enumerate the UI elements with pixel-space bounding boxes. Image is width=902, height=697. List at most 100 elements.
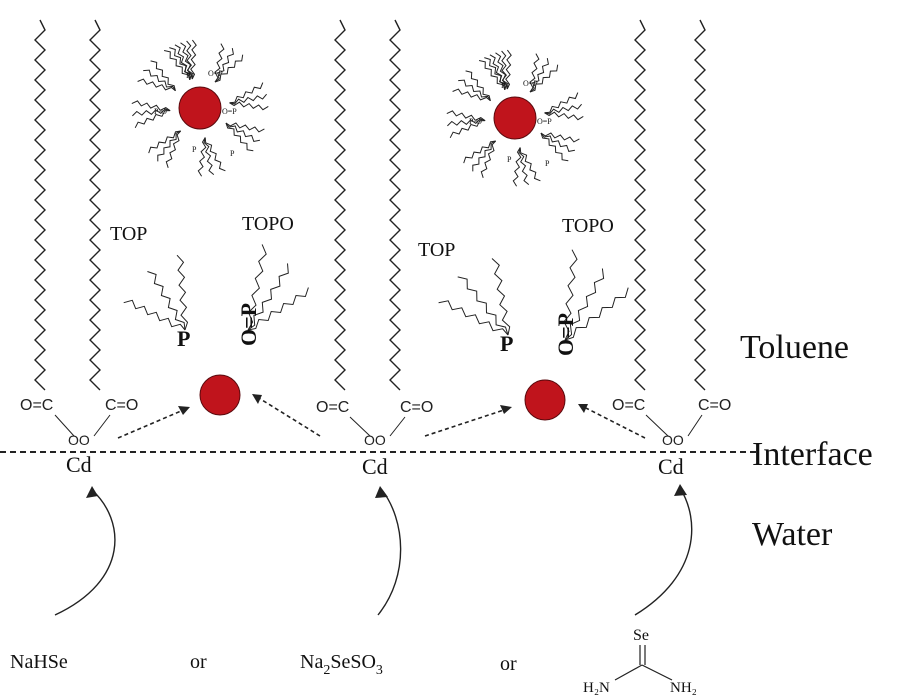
selenourea-nh2: NH₂ [670, 680, 697, 696]
arrow-1 [117, 407, 189, 439]
capping-tail [163, 50, 191, 80]
ligand-tail [564, 268, 605, 341]
na2seso3-sub2: 3 [376, 663, 383, 678]
na2seso3-sub1: 2 [323, 663, 330, 678]
capping-tail [495, 52, 509, 90]
cd2-right-group: C=O [400, 399, 433, 416]
arrowhead-2 [252, 394, 262, 404]
capping-tail [452, 88, 491, 102]
ligand-4: O=P [553, 249, 629, 356]
cd1-left-group: O=C [20, 397, 53, 414]
ligand-tail [491, 258, 511, 336]
cd3-metal: Cd [658, 454, 684, 479]
capping-tail [229, 82, 264, 104]
capping-atom-label: P [501, 81, 506, 90]
curve-arrowhead-1 [86, 486, 98, 498]
capping-tail [180, 42, 194, 80]
cd-group-3: O=C C=O OO Cd [612, 397, 731, 479]
arrow-2 [253, 394, 321, 437]
cd1-bonds [54, 414, 111, 437]
ligand-1: P [123, 254, 190, 351]
selenourea-structure: Se H₂N NH₂ [583, 627, 697, 696]
arrow-3 [424, 407, 511, 437]
precursor-or-2: or [500, 653, 517, 675]
capping-tail [150, 60, 176, 91]
capping-tail [225, 122, 254, 152]
cd1-metal: Cd [66, 452, 92, 477]
capping-tail [512, 147, 522, 187]
ligand-tail [247, 263, 289, 331]
selenourea-h2n: H₂N [583, 680, 610, 696]
capping-tail [229, 101, 269, 111]
curve-arrowhead-3 [674, 484, 687, 496]
migration-arrows [117, 394, 646, 439]
capping-tail [447, 118, 486, 127]
ligand-head: O=P [553, 313, 578, 356]
ligand-tail [247, 244, 267, 331]
capping-atom-label: O=P [208, 69, 223, 78]
cd1-right-group: C=O [105, 397, 138, 414]
ligand-tail [176, 254, 189, 331]
curve-arrow-2 [377, 489, 402, 616]
capping-tail [540, 132, 580, 143]
ligand-tail [247, 287, 309, 331]
capping-tail [544, 111, 584, 121]
ligand-tail [438, 300, 509, 336]
na2seso3-na: Na [300, 651, 323, 673]
arrowhead-4 [578, 404, 588, 413]
capping-tail [463, 140, 496, 164]
capping-atom-label: P [186, 71, 191, 80]
ligands: P O=P P O=P [123, 244, 629, 356]
alkyl-chain-4 [389, 19, 401, 391]
capping-atom-label: O=P [537, 117, 552, 126]
cd-group-1: O=C C=O OO Cd [20, 397, 138, 477]
capping-tail [214, 48, 234, 83]
cd2-bond: OO [364, 432, 386, 448]
capping-tail [165, 130, 182, 168]
label-topo-1: TOPO [242, 213, 294, 235]
na2seso3-mid: SeSO [330, 651, 376, 673]
capping-tail [480, 140, 497, 178]
capping-tail [225, 122, 260, 142]
ligand-tail [123, 299, 186, 331]
curve-arrowhead-2 [375, 486, 388, 498]
precursor-or-1: or [190, 651, 207, 673]
capping-tail [131, 100, 171, 112]
phase-label-water: Water [752, 516, 833, 553]
capping-tail [174, 44, 191, 80]
alkyl-chain-3 [334, 19, 346, 391]
quantum-dot-right [524, 379, 566, 421]
alkyl-chains [34, 19, 706, 391]
capping-tail [505, 49, 512, 90]
capping-tail [465, 70, 491, 101]
capping-tail [132, 108, 171, 117]
capping-tail [458, 79, 491, 102]
cd1-bond: OO [68, 432, 90, 448]
label-top-1: TOP [110, 223, 147, 245]
ligand-3: P [438, 258, 513, 356]
capping-tail [225, 122, 265, 133]
curve-arrow-1 [54, 489, 116, 616]
capping-atom-label: O=P [222, 107, 237, 116]
capping-tail [229, 93, 267, 105]
capping-tail [489, 54, 506, 90]
capping-tail [449, 120, 486, 139]
curve-arrow-3 [634, 487, 693, 616]
label-top-2: TOP [418, 239, 455, 261]
label-topo-2: TOPO [562, 215, 614, 237]
capping-tail [143, 69, 176, 92]
capping-atom-label: P [192, 145, 197, 154]
ligand-head: P [500, 331, 513, 356]
ligand-head: P [177, 326, 190, 351]
cd3-bond: OO [662, 432, 684, 448]
alkyl-chain-5 [634, 19, 646, 391]
capped-dot-core [493, 96, 537, 140]
selenourea-bond-left [614, 664, 643, 681]
capping-tail [169, 47, 193, 80]
capping-atom-label: P [230, 149, 235, 158]
ligand-head: O=P [236, 303, 261, 346]
capping-tail [544, 103, 582, 115]
